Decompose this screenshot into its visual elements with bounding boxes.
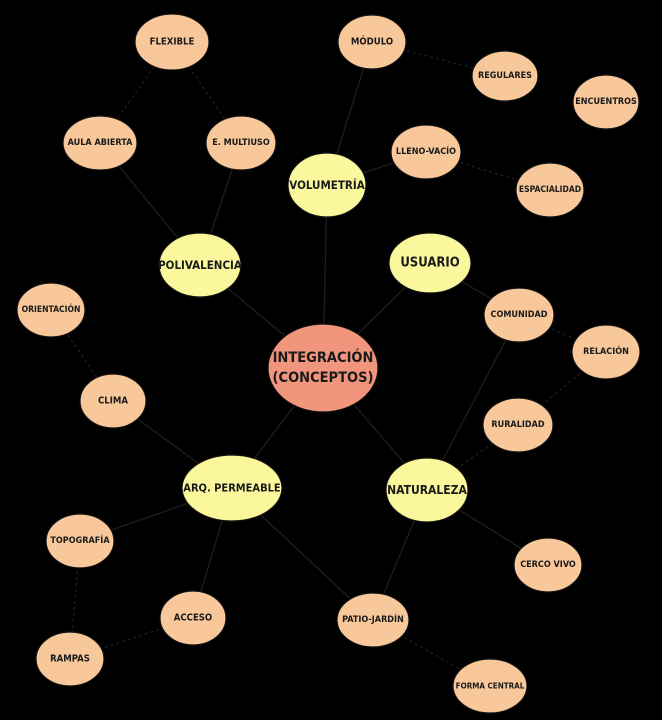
node-label-volumetria: VOLUMETRÍA bbox=[289, 177, 364, 192]
node-ellipse-topografia bbox=[45, 513, 115, 569]
node-e-multiuso: E. MULTIUSO bbox=[205, 115, 277, 171]
node-label-usuario: USUARIO bbox=[400, 256, 459, 271]
node-espacialidad: ESPACIALIDAD bbox=[515, 162, 585, 218]
node-rampas: RAMPAS bbox=[35, 631, 105, 687]
node-ellipse-comunidad bbox=[483, 287, 555, 343]
node-modulo: MÓDULO bbox=[337, 14, 407, 70]
node-label-lleno-vacio: LLENO-VACÍO bbox=[396, 145, 456, 157]
node-ellipse-flexible bbox=[134, 13, 210, 71]
node-label-forma-central: FORMA CENTRAL bbox=[456, 682, 525, 691]
node-label-cerco-vivo: CERCO VIVO bbox=[520, 560, 576, 570]
node-arq-permeable: ARQ. PERMEABLE bbox=[181, 454, 283, 522]
node-label-modulo: MÓDULO bbox=[351, 36, 393, 48]
node-label-integracion-2: (CONCEPTOS) bbox=[273, 370, 374, 386]
node-label-polivalencia: POLIVALENCIA bbox=[158, 258, 242, 272]
node-label-regulares: REGULARES bbox=[478, 71, 532, 81]
node-label-e-multiuso: E. MULTIUSO bbox=[212, 138, 270, 148]
node-volumetria: VOLUMETRÍA bbox=[287, 152, 367, 218]
node-label-rampas: RAMPAS bbox=[50, 654, 90, 665]
node-usuario: USUARIO bbox=[388, 232, 472, 294]
node-label-aula-abierta: AULA ABIERTA bbox=[68, 138, 133, 148]
node-lleno-vacio: LLENO-VACÍO bbox=[390, 124, 462, 180]
node-polivalencia: POLIVALENCIA bbox=[158, 232, 242, 298]
node-forma-central: FORMA CENTRAL bbox=[452, 658, 528, 714]
node-label-encuentros: ENCUENTROS bbox=[575, 97, 637, 107]
node-flexible: FLEXIBLE bbox=[134, 13, 210, 71]
node-ellipse-modulo bbox=[337, 14, 407, 70]
node-label-clima: CLIMA bbox=[98, 396, 128, 407]
node-clima: CLIMA bbox=[79, 373, 147, 429]
node-ellipse-lleno-vacio bbox=[390, 124, 462, 180]
node-comunidad: COMUNIDAD bbox=[483, 287, 555, 343]
node-ellipse-orientacion bbox=[16, 282, 86, 338]
node-label-flexible: FLEXIBLE bbox=[150, 37, 195, 48]
node-integracion: INTEGRACIÓN (CONCEPTOS) bbox=[267, 323, 379, 413]
node-ellipse-patio-jardin bbox=[336, 592, 410, 648]
node-ellipse-e-multiuso bbox=[205, 115, 277, 171]
node-ellipse-volumetria bbox=[287, 152, 367, 218]
node-ellipse-integracion bbox=[267, 323, 379, 413]
node-ellipse-forma-central bbox=[452, 658, 528, 714]
node-ellipse-polivalencia bbox=[158, 232, 242, 298]
node-encuentros: ENCUENTROS bbox=[572, 74, 640, 130]
node-label-arq-permeable: ARQ. PERMEABLE bbox=[183, 482, 281, 495]
node-label-ruralidad: RURALIDAD bbox=[491, 420, 544, 430]
node-label-espacialidad: ESPACIALIDAD bbox=[519, 185, 581, 195]
node-topografia: TOPOGRAFÍA bbox=[45, 513, 115, 569]
node-label-acceso: ACCESO bbox=[174, 613, 212, 624]
node-ellipse-aula-abierta bbox=[62, 115, 138, 171]
node-aula-abierta: AULA ABIERTA bbox=[62, 115, 138, 171]
node-ellipse-arq-permeable bbox=[181, 454, 283, 522]
node-label-topografia: TOPOGRAFÍA bbox=[50, 534, 110, 546]
node-ellipse-espacialidad bbox=[515, 162, 585, 218]
node-label-naturaleza: NATURALEZA bbox=[387, 483, 467, 497]
node-orientacion: ORIENTACIÓN bbox=[16, 282, 86, 338]
node-acceso: ACCESO bbox=[159, 590, 227, 646]
node-regulares: REGULARES bbox=[471, 50, 539, 102]
node-ruralidad: RURALIDAD bbox=[482, 397, 554, 453]
node-relacion: RELACIÓN bbox=[571, 324, 641, 380]
node-ellipse-naturaleza bbox=[385, 457, 469, 523]
node-label-orientacion: ORIENTACIÓN bbox=[22, 303, 81, 315]
nodes-layer: INTEGRACIÓN (CONCEPTOS) POLIVALENCIA VOLUME… bbox=[16, 13, 641, 714]
node-ellipse-encuentros bbox=[572, 74, 640, 130]
node-ellipse-relacion bbox=[571, 324, 641, 380]
node-ellipse-rampas bbox=[35, 631, 105, 687]
node-ellipse-usuario bbox=[388, 232, 472, 294]
node-ellipse-ruralidad bbox=[482, 397, 554, 453]
node-patio-jardin: PATIO-JARDÍN bbox=[336, 592, 410, 648]
node-naturaleza: NATURALEZA bbox=[385, 457, 469, 523]
node-ellipse-regulares bbox=[471, 50, 539, 102]
node-ellipse-cerco-vivo bbox=[513, 537, 583, 593]
node-ellipse-acceso bbox=[159, 590, 227, 646]
node-label-comunidad: COMUNIDAD bbox=[491, 310, 548, 320]
node-label-integracion-1: INTEGRACIÓN bbox=[273, 348, 374, 366]
edge-patio-jardin-forma-central bbox=[372, 619, 491, 687]
node-label-patio-jardin: PATIO-JARDÍN bbox=[342, 613, 404, 625]
node-cerco-vivo: CERCO VIVO bbox=[513, 537, 583, 593]
node-label-relacion: RELACIÓN bbox=[583, 345, 629, 357]
node-ellipse-clima bbox=[79, 373, 147, 429]
